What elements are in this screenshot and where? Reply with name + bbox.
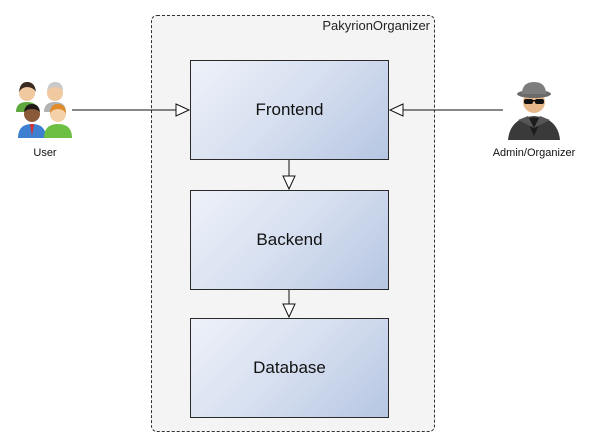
frontend-component[interactable]: Frontend bbox=[190, 60, 389, 160]
spy-icon bbox=[508, 82, 560, 140]
database-component[interactable]: Database bbox=[190, 318, 389, 418]
frontend-to-backend-arrow bbox=[282, 160, 296, 191]
admin-actor[interactable]: Admin/Organizer bbox=[484, 78, 584, 159]
user-group-icon bbox=[16, 82, 72, 138]
user-actor[interactable]: User bbox=[10, 78, 80, 159]
user-label: User bbox=[33, 147, 57, 159]
backend-to-database-arrow bbox=[282, 290, 296, 319]
admin-to-frontend-arrow bbox=[388, 103, 503, 117]
user-to-frontend-arrow bbox=[72, 103, 191, 117]
container-title: PakyrionOrganizer bbox=[322, 18, 430, 33]
backend-component[interactable]: Backend bbox=[190, 190, 389, 290]
admin-label: Admin/Organizer bbox=[492, 147, 576, 159]
